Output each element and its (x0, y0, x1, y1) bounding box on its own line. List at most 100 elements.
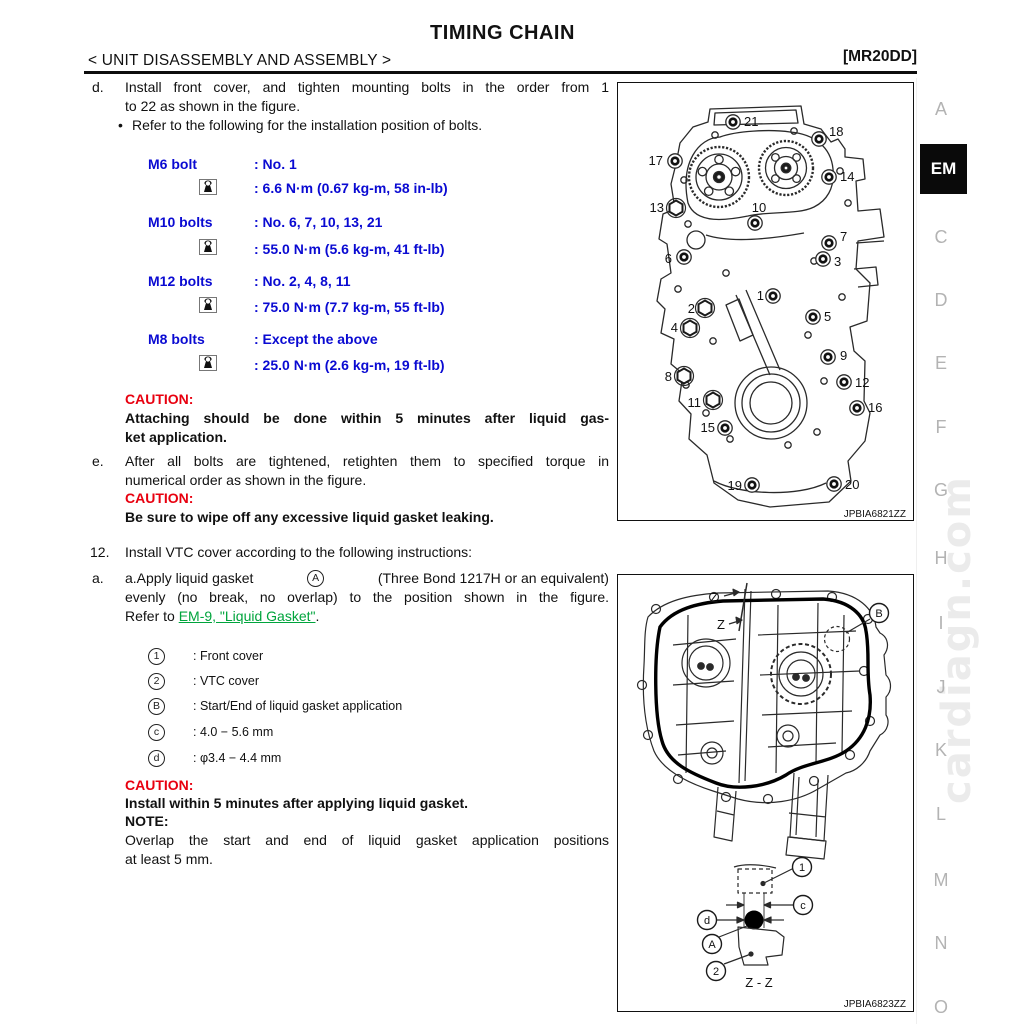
bolt-marker: 16 (849, 400, 882, 416)
legend-symbol-c: c (148, 724, 165, 741)
step-e-line2: numerical order as shown in the figure. (125, 472, 367, 488)
circled-callout-2: 2 (705, 960, 727, 982)
svg-text:9: 9 (840, 348, 847, 363)
bolt-marker: 13 (650, 197, 687, 219)
step-e-label: e. (92, 453, 104, 469)
section-tab-f: F (935, 417, 947, 437)
spec-m10-name: M10 bolts (148, 214, 213, 230)
circled-callout-d: d (696, 909, 718, 931)
note-label: NOTE: (125, 813, 169, 829)
step-a-line2: evenly (no break, no overlap) to the pos… (125, 589, 609, 605)
figure1-code: JPBIA6821ZZ (844, 509, 906, 520)
bolt-marker: 10 (747, 200, 766, 231)
spec-m6-name: M6 bolt (148, 156, 197, 172)
legend-text-b: : Start/End of liquid gasket application (193, 699, 403, 713)
page-title: TIMING CHAIN (430, 22, 575, 44)
step-d-label: d. (92, 79, 104, 95)
svg-text:2: 2 (688, 301, 695, 316)
svg-text:7: 7 (840, 229, 847, 244)
spec-m10-torque: : 55.0 N·m (5.6 kg-m, 41 ft-lb) (254, 241, 445, 257)
page-edge-line (916, 78, 917, 1024)
caution3-text: Install within 5 minutes after applying … (125, 795, 469, 811)
caution-label: CAUTION: (125, 490, 194, 506)
circled-callout-c: c (792, 894, 814, 916)
spec-m12-position: : No. 2, 4, 8, 11 (254, 273, 351, 289)
intake-cam-sprocket (687, 145, 751, 209)
bolt-marker: 19 (728, 477, 760, 493)
bolt-marker: 18 (811, 124, 843, 147)
note-line1: Overlap the start and end of liquid gask… (125, 832, 609, 848)
spec-m12-torque: : 75.0 N·m (7.7 kg-m, 55 ft-lb) (254, 299, 445, 315)
bullet: • (118, 117, 123, 133)
bolt-marker: 5 (805, 309, 831, 325)
bolt-marker: 20 (826, 476, 859, 492)
bolt-marker: 1 (757, 288, 781, 304)
section-tab-o: O (933, 997, 948, 1017)
caution-label: CAUTION: (125, 777, 194, 793)
svg-text:11: 11 (688, 395, 702, 410)
svg-text:14: 14 (840, 169, 854, 184)
section-tab-n: N (934, 933, 948, 953)
section-tab-a: A (934, 99, 947, 119)
section-tab-l: L (935, 804, 946, 824)
svg-text:3: 3 (834, 254, 841, 269)
legend-text-2: : VTC cover (193, 674, 259, 688)
section-tab-h: H (934, 548, 948, 568)
circled-a-symbol: A (307, 570, 325, 587)
engine-code: [MR20DD] (842, 48, 917, 65)
step-d-line2: to 22 as shown in the figure. (125, 98, 301, 114)
liquid-gasket-link[interactable]: EM-9, "Liquid Gasket" (178, 608, 316, 624)
bolt-marker: 11 (688, 389, 724, 411)
svg-text:5: 5 (824, 309, 831, 324)
watermark: cardiagn.com (934, 475, 980, 804)
svg-text:1: 1 (799, 862, 805, 874)
step-a-line3-pre: Refer to (125, 608, 179, 624)
spec-m6-torque: : 6.6 N·m (0.67 kg-m, 58 in-lb) (254, 180, 448, 196)
step-d-line1: Install front cover, and tighten mountin… (125, 79, 609, 95)
svg-text:13: 13 (650, 200, 664, 215)
svg-text:1: 1 (757, 288, 764, 303)
svg-text:d: d (704, 915, 710, 927)
step-12-text: Install VTC cover according to the follo… (125, 544, 473, 560)
svg-text:4: 4 (671, 320, 678, 335)
bolt-marker: 3 (815, 251, 841, 269)
step-a-line1-post: (Three Bond 1217H or an equivalent) (377, 570, 609, 586)
note-line2: at least 5 mm. (125, 851, 213, 867)
spec-m6-position: : No. 1 (254, 156, 297, 172)
circled-callout-1: 1 (791, 856, 813, 878)
legend-text-d: : φ3.4 − 4.4 mm (193, 751, 282, 765)
legend-text-1: : Front cover (193, 649, 264, 663)
bolt-marker: 7 (821, 229, 847, 251)
step-12-label: 12. (90, 544, 110, 560)
figure2-code: JPBIA6823ZZ (844, 999, 906, 1010)
svg-text:19: 19 (728, 478, 742, 493)
section-tab-j: J (936, 677, 946, 697)
step-a-line1-pre: a.Apply liquid gasket (125, 570, 254, 586)
svg-text:B: B (875, 608, 882, 620)
svg-text:18: 18 (829, 124, 843, 139)
torque-wrench-icon (199, 239, 217, 255)
legend-text-c: : 4.0 − 5.6 mm (193, 725, 274, 739)
bolt-marker: 21 (725, 114, 758, 130)
svg-text:21: 21 (744, 114, 758, 129)
bolt-marker: 6 (665, 249, 692, 266)
caution1-line1: Attaching should be done within 5 minute… (125, 410, 609, 426)
step-d-bullet-text: Refer to the following for the installat… (132, 117, 483, 133)
z-section-mark: Z (717, 617, 725, 632)
spec-m8-position: : Except the above (254, 331, 378, 347)
bolt-marker: 14 (821, 169, 854, 185)
caution-label: CAUTION: (125, 391, 194, 407)
spec-m12-name: M12 bolts (148, 273, 213, 289)
svg-text:17: 17 (649, 153, 663, 168)
step-e-line1: After all bolts are tightened, retighten… (125, 453, 609, 469)
svg-text:15: 15 (701, 420, 715, 435)
torque-wrench-icon (199, 179, 217, 195)
section-tab-d: D (934, 290, 948, 310)
legend-symbol-d: d (148, 750, 165, 767)
z-section-mark: Z (710, 590, 718, 605)
svg-text:6: 6 (665, 251, 672, 266)
svg-text:c: c (800, 900, 806, 912)
section-tab-m: M (933, 870, 949, 890)
